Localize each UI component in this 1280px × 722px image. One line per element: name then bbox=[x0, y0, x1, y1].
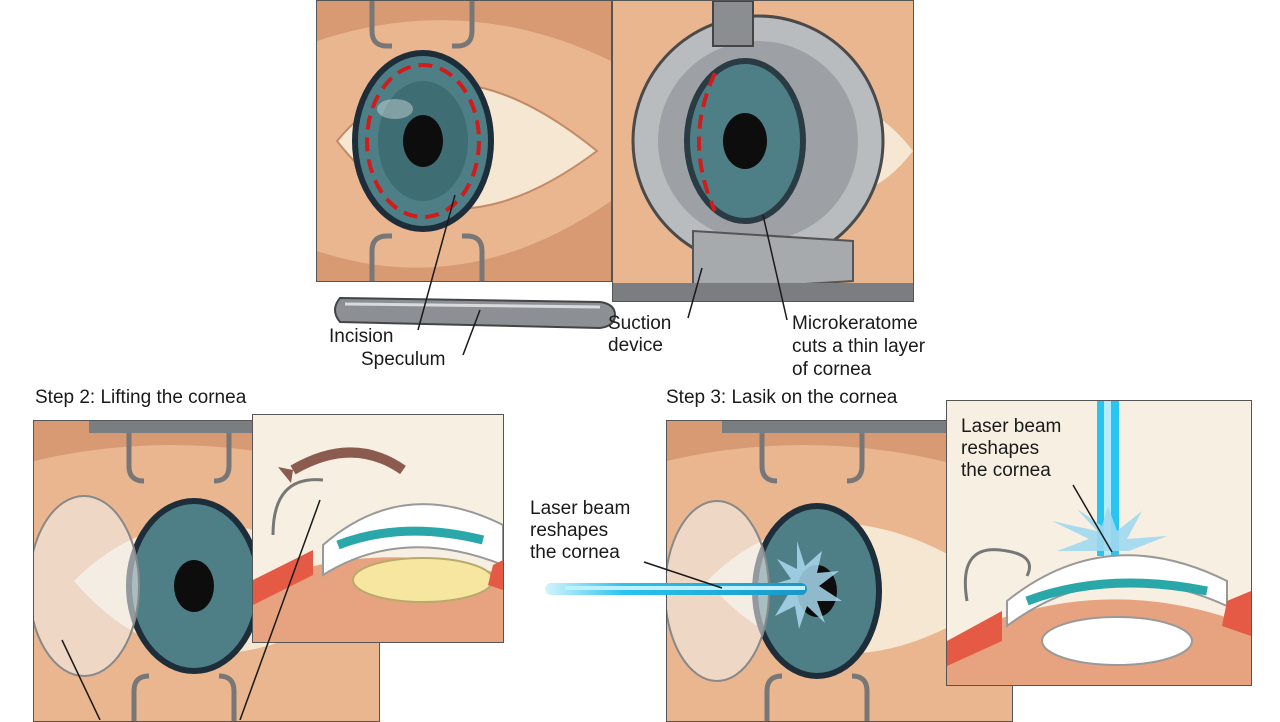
step2-cross-section-inset bbox=[252, 414, 504, 643]
label-laser-left-line2: reshapes bbox=[530, 520, 609, 541]
step3-heading: Step 3: Lasik on the cornea bbox=[666, 387, 898, 408]
label-laser-left-line1: Laser beam bbox=[530, 498, 631, 519]
step1-suction-panel bbox=[612, 0, 914, 302]
label-laser-left-line3: the cornea bbox=[530, 542, 620, 563]
laser-beam-horizontal bbox=[545, 583, 807, 595]
step1-eye-panel bbox=[316, 0, 612, 282]
label-laser-right-line2: reshapes bbox=[961, 438, 1040, 459]
label-speculum: Speculum bbox=[361, 349, 446, 370]
label-suction-line2: device bbox=[608, 335, 663, 356]
label-suction-line1: Suction bbox=[608, 313, 672, 334]
label-microkeratome-line3: of cornea bbox=[792, 359, 872, 380]
label-laser-right-line1: Laser beam bbox=[961, 416, 1062, 437]
step3-cross-section-inset bbox=[946, 400, 1252, 686]
label-laser-right-line3: the cornea bbox=[961, 460, 1051, 481]
label-microkeratome-line1: Microkeratome bbox=[792, 313, 918, 334]
label-incision: Incision bbox=[329, 326, 394, 347]
label-microkeratome-line2: cuts a thin layer bbox=[792, 336, 926, 357]
step2-heading: Step 2: Lifting the cornea bbox=[35, 387, 247, 408]
